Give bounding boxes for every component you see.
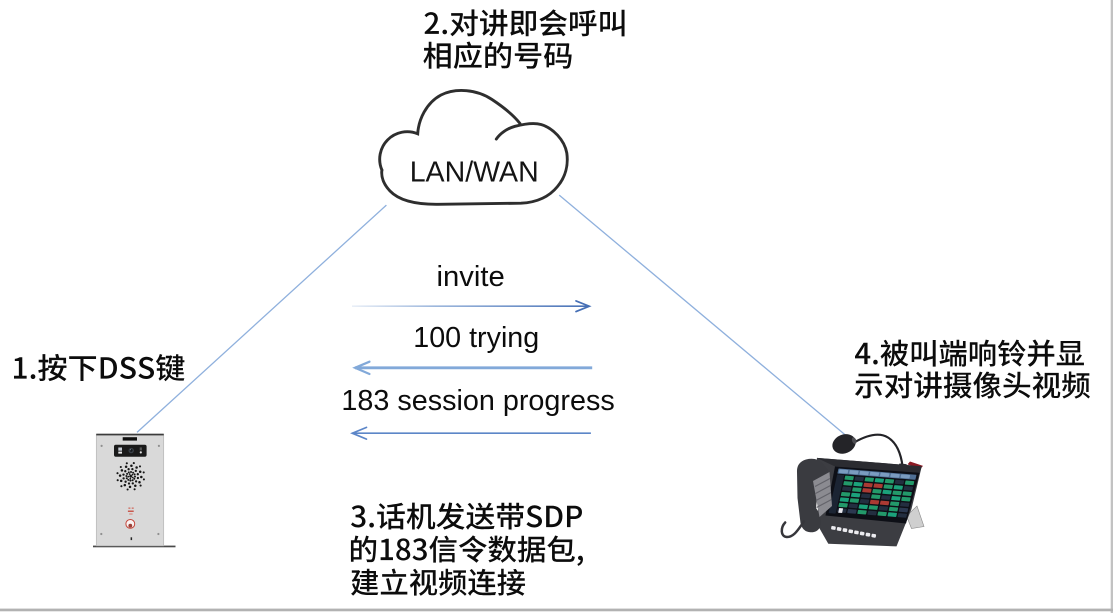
svg-text:183 session progress: 183 session progress (341, 385, 614, 417)
svg-text:LAN/WAN: LAN/WAN (410, 157, 539, 189)
svg-text:invite: invite (437, 261, 505, 293)
svg-text:100 trying: 100 trying (413, 322, 539, 354)
